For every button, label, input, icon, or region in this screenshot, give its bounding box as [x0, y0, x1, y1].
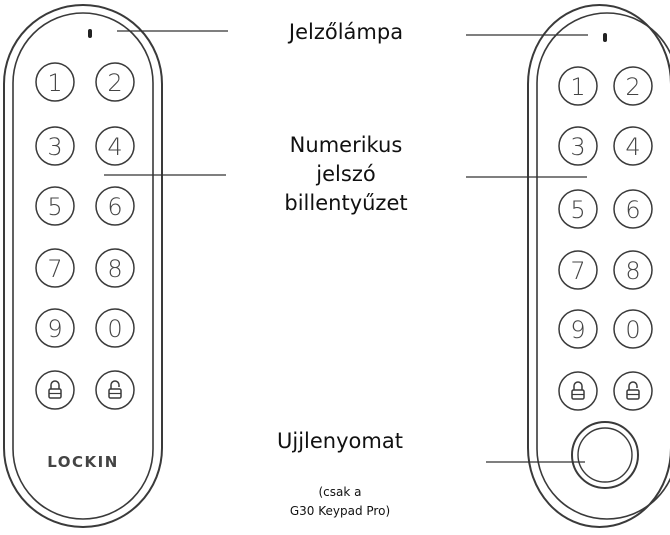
right-device-outer-shell [527, 4, 670, 528]
left-key-8[interactable] [95, 248, 135, 288]
right-key-8[interactable] [613, 250, 653, 290]
left-key-label-8: 8 [107, 255, 122, 283]
left-key-4[interactable] [95, 126, 135, 166]
left-unlock-icon-shackle [110, 380, 120, 389]
left-lock-icon-shackle [50, 380, 60, 389]
left-key-3[interactable] [35, 126, 75, 166]
label-fingerprint-note: (csak a G30 Keypad Pro) [240, 484, 440, 519]
right-key-6[interactable] [613, 189, 653, 229]
right-key-label-9: 9 [570, 316, 585, 344]
right-key-1[interactable] [558, 66, 598, 106]
right-key-label-3: 3 [570, 133, 585, 161]
left-key-label-2: 2 [107, 69, 122, 97]
label-keypad-line-3: billentyűzet [284, 191, 408, 215]
left-key-label-5: 5 [47, 193, 62, 221]
right-key-label-8: 8 [625, 257, 640, 285]
left-unlock-key[interactable] [95, 370, 135, 410]
left-brand-logo: LOCKIN [47, 453, 119, 471]
label-fingerprint: Ujjlenyomat [277, 429, 403, 453]
left-key-5[interactable] [35, 186, 75, 226]
right-key-0[interactable] [613, 309, 653, 349]
fingerprint-sensor-inner [577, 427, 633, 483]
right-unlock-icon-shackle [628, 381, 638, 390]
left-key-label-6: 6 [107, 193, 122, 221]
right-key-5[interactable] [558, 189, 598, 229]
left-key-label-3: 3 [47, 133, 62, 161]
right-keypad: 1 2 3 4 5 6 7 8 9 0 [558, 66, 653, 411]
right-key-label-4: 4 [625, 133, 640, 161]
right-key-label-6: 6 [625, 196, 640, 224]
left-key-label-9: 9 [47, 315, 62, 343]
left-key-2[interactable] [95, 62, 135, 102]
label-keypad-line-1: Numerikus [289, 133, 403, 157]
right-key-label-1: 1 [570, 73, 585, 101]
right-key-7[interactable] [558, 250, 598, 290]
left-device-inner-shell [12, 12, 154, 520]
right-unlock-key[interactable] [613, 371, 653, 411]
right-lock-key[interactable] [558, 371, 598, 411]
left-key-1[interactable] [35, 62, 75, 102]
left-key-6[interactable] [95, 186, 135, 226]
label-indicator-light: Jelzőlámpa [288, 20, 404, 44]
right-key-9[interactable] [558, 309, 598, 349]
left-lock-key[interactable] [35, 370, 75, 410]
right-key-label-2: 2 [625, 73, 640, 101]
right-key-label-7: 7 [570, 257, 585, 285]
left-key-label-4: 4 [107, 133, 122, 161]
label-note-line-2: G30 Keypad Pro) [289, 504, 391, 518]
right-key-label-0: 0 [625, 316, 640, 344]
left-keypad: 1 2 3 4 5 6 7 8 9 0 [35, 62, 135, 410]
right-indicator-light [603, 33, 607, 42]
left-key-label-7: 7 [47, 255, 62, 283]
right-device-inner-shell [536, 12, 670, 520]
right-lock-icon-shackle [573, 381, 583, 390]
left-indicator-light [88, 29, 92, 38]
label-keypad-line-2: jelszó [316, 162, 376, 186]
right-key-label-5: 5 [570, 196, 585, 224]
fingerprint-sensor-outer [571, 421, 639, 489]
right-key-2[interactable] [613, 66, 653, 106]
right-key-4[interactable] [613, 126, 653, 166]
right-key-3[interactable] [558, 126, 598, 166]
left-key-0[interactable] [95, 308, 135, 348]
label-note-line-1: (csak a [318, 485, 362, 499]
label-keypad: Numerikus jelszó billentyűzet [246, 131, 446, 218]
left-key-label-1: 1 [47, 69, 62, 97]
left-key-label-0: 0 [107, 315, 122, 343]
left-key-9[interactable] [35, 308, 75, 348]
left-key-7[interactable] [35, 248, 75, 288]
left-device-outer-shell [3, 4, 163, 528]
